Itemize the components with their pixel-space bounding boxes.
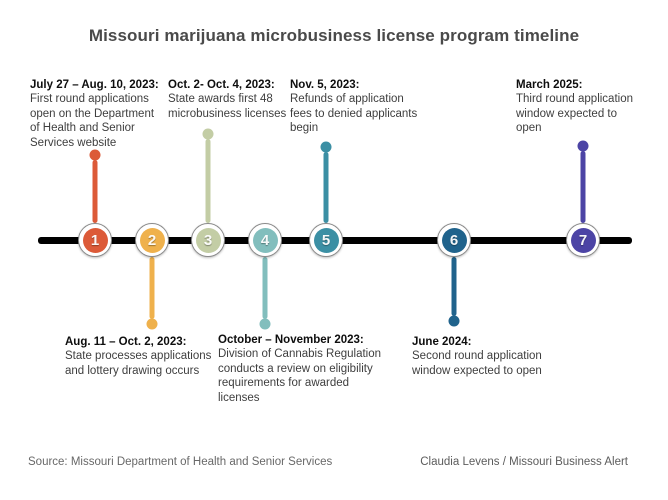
connector-stem-3: [205, 139, 211, 223]
milestone-number-3: 3: [195, 227, 221, 253]
event-date-4: October – November 2023:: [218, 334, 364, 346]
event-date-3: Oct. 2- Oct. 4, 2023:: [168, 79, 275, 91]
event-desc-2: State processes applications and lottery…: [65, 350, 212, 377]
connector-dot-2: [146, 318, 158, 330]
event-desc-5: Refunds of application fees to denied ap…: [290, 93, 418, 135]
connector-dot-6: [448, 315, 460, 327]
event-desc-1: First round applications open on the Dep…: [30, 93, 155, 150]
event-date-2: Aug. 11 – Oct. 2, 2023:: [65, 336, 187, 348]
event-label-7: March 2025: Third round application wind…: [516, 79, 638, 136]
milestone-number-7: 7: [570, 227, 596, 253]
connector-stem-2: [149, 257, 155, 319]
event-desc-4: Division of Cannabis Regulation conducts…: [218, 348, 382, 405]
footer-credit: Claudia Levens / Missouri Business Alert: [420, 456, 628, 468]
milestone-number-6: 6: [441, 227, 467, 253]
milestone-circle-2: 2: [135, 223, 169, 257]
milestone-circle-1: 1: [78, 223, 112, 257]
connector-stem-4: [262, 257, 268, 319]
milestone-circle-4: 4: [248, 223, 282, 257]
event-desc-6: Second round application window expected…: [412, 350, 542, 377]
event-desc-7: Third round application window expected …: [516, 93, 633, 135]
connector-stem-7: [580, 151, 586, 223]
connector-dot-5: [320, 141, 332, 153]
event-desc-3: State awards first 48 microbusiness lice…: [168, 93, 287, 120]
milestone-number-1: 1: [82, 227, 108, 253]
connector-dot-3: [202, 128, 214, 140]
event-label-1: July 27 – Aug. 10, 2023: First round app…: [30, 79, 162, 151]
connector-stem-1: [92, 160, 98, 223]
milestone-circle-5: 5: [309, 223, 343, 257]
connector-dot-7: [577, 140, 589, 152]
connector-stem-6: [451, 257, 457, 316]
event-date-1: July 27 – Aug. 10, 2023:: [30, 79, 159, 91]
connector-dot-4: [259, 318, 271, 330]
event-date-7: March 2025:: [516, 79, 583, 91]
event-date-5: Nov. 5, 2023:: [290, 79, 360, 91]
event-label-4: October – November 2023: Division of Can…: [218, 334, 390, 406]
milestone-number-5: 5: [313, 227, 339, 253]
event-date-6: June 2024:: [412, 336, 472, 348]
event-label-5: Nov. 5, 2023: Refunds of application fee…: [290, 79, 420, 136]
event-label-6: June 2024: Second round application wind…: [412, 336, 564, 378]
milestone-number-2: 2: [139, 227, 165, 253]
event-label-2: Aug. 11 – Oct. 2, 2023: State processes …: [65, 336, 227, 378]
connector-stem-5: [323, 152, 329, 223]
milestone-circle-7: 7: [566, 223, 600, 257]
footer-source: Source: Missouri Department of Health an…: [28, 456, 333, 468]
milestone-number-4: 4: [252, 227, 278, 253]
event-label-3: Oct. 2- Oct. 4, 2023: State awards first…: [168, 79, 290, 121]
page-title: Missouri marijuana microbusiness license…: [88, 26, 580, 45]
connector-dot-1: [89, 149, 101, 161]
milestone-circle-3: 3: [191, 223, 225, 257]
milestone-circle-6: 6: [437, 223, 471, 257]
